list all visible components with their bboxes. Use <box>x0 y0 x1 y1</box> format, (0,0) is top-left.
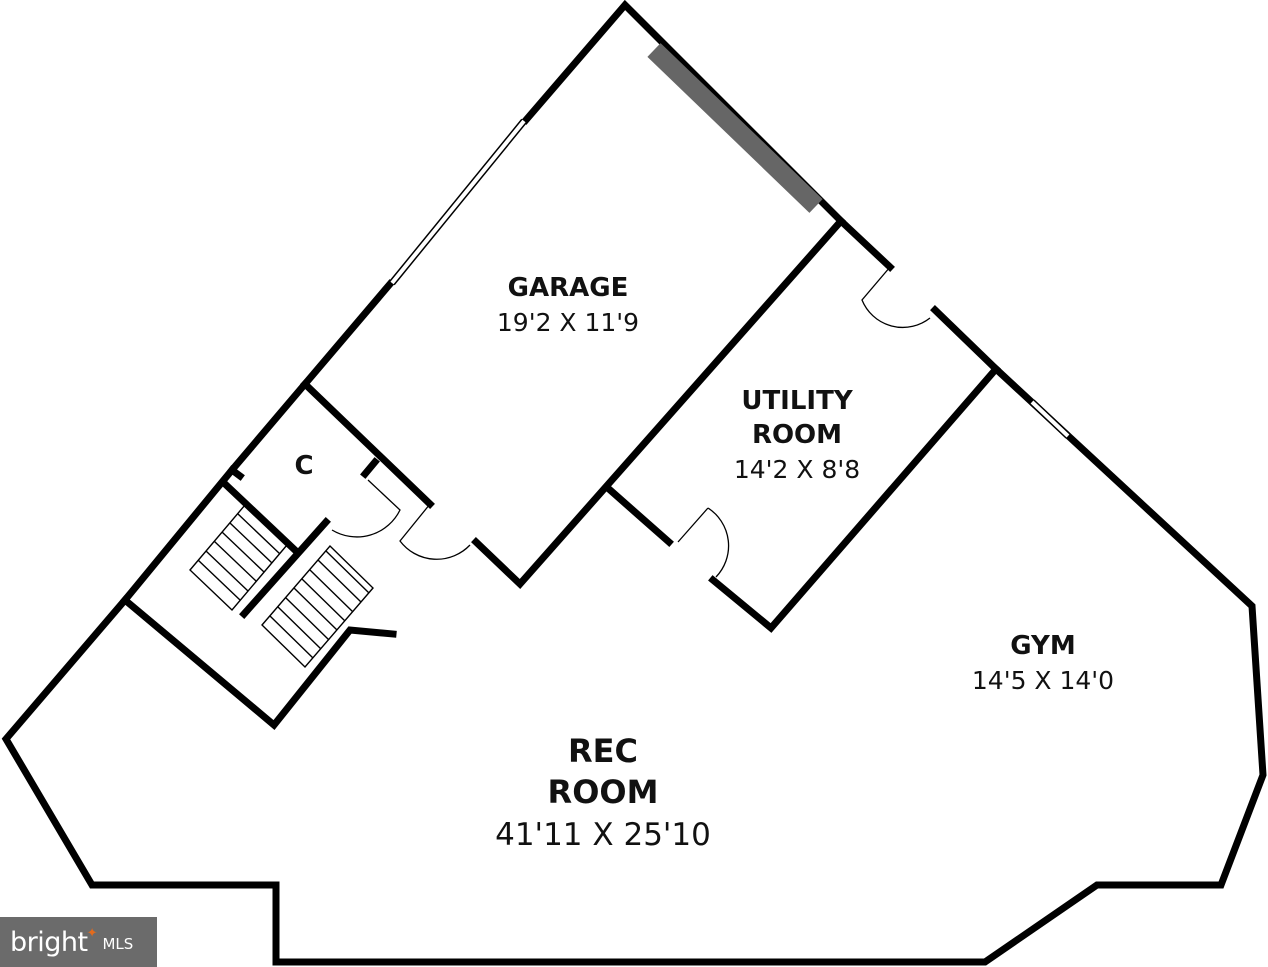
gym-window <box>1029 399 1071 439</box>
rec-room-label: REC ROOM 41'11 X 25'10 <box>495 732 711 853</box>
utility-room-name-line1: UTILITY <box>741 386 853 416</box>
bright-mls-watermark: bright ✦ MLS <box>0 917 157 967</box>
garage-window <box>389 118 527 286</box>
garage-name: GARAGE <box>508 273 629 303</box>
gym-dimensions: 14'5 X 14'0 <box>972 666 1114 695</box>
rec-room-name-line1: REC <box>568 732 638 770</box>
watermark-star-icon: ✦ <box>86 925 98 941</box>
interior-walls <box>120 216 1001 730</box>
rec-room-dimensions: 41'11 X 25'10 <box>495 817 711 853</box>
utility-room-name-line2: ROOM <box>752 420 842 450</box>
garage-label: GARAGE 19'2 X 11'9 <box>497 273 639 337</box>
gym-label: GYM 14'5 X 14'0 <box>972 631 1114 695</box>
rec-room-name-line2: ROOM <box>548 773 659 811</box>
door-swings <box>331 266 931 578</box>
stairs <box>189 503 374 669</box>
watermark-brand: bright <box>10 926 88 958</box>
gym-name: GYM <box>1010 631 1075 661</box>
utility-room-dimensions: 14'2 X 8'8 <box>734 455 860 484</box>
watermark-suffix: MLS <box>102 935 134 953</box>
garage-door <box>647 43 823 213</box>
utility-room-label: UTILITY ROOM 14'2 X 8'8 <box>734 386 860 484</box>
garage-dimensions: 19'2 X 11'9 <box>497 308 639 337</box>
closet-label: C <box>294 451 313 481</box>
